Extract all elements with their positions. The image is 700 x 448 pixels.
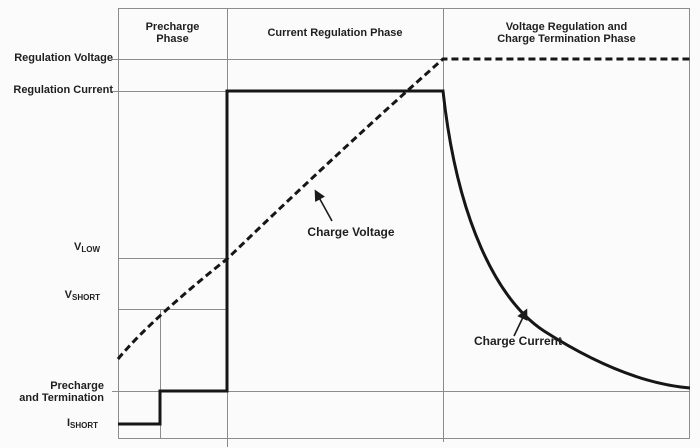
v-short-subscript: SHORT <box>72 293 100 302</box>
phase-header-voltage-regulation: Voltage Regulation and Charge Terminatio… <box>443 8 690 58</box>
arrow-to-charge-voltage-curve <box>314 189 333 222</box>
regulation-current-label: Regulation Current <box>13 84 113 96</box>
v-short-symbol: V <box>64 289 72 301</box>
precharge-termination-label-line1: Precharge <box>50 380 104 392</box>
charge-current-annotation: Charge Current <box>473 334 562 348</box>
arrow-to-charge-current-curve <box>513 308 528 337</box>
regulation-voltage-label: Regulation Voltage <box>14 52 113 64</box>
precharge-termination-label: Precharge and Termination <box>0 380 104 404</box>
charge-voltage-annotation: Charge Voltage <box>307 225 395 239</box>
precharge-termination-label-line2: and Termination <box>19 391 104 404</box>
charge-voltage-trace <box>116 57 690 360</box>
phase-header-voltage-regulation-label: Voltage Regulation and Charge Terminatio… <box>497 20 636 46</box>
i-short-symbol: I <box>66 417 70 429</box>
phase-header-current-regulation-label: Current Regulation Phase <box>267 26 403 39</box>
phase-header-current-regulation: Current Regulation Phase <box>227 8 443 58</box>
v-low-symbol: V <box>73 241 82 253</box>
i-short-subscript: SHORT <box>70 421 98 430</box>
v-low-subscript: LOW <box>81 245 100 254</box>
charge-current-trace <box>118 89 691 426</box>
phase-header-precharge-label: Precharge Phase <box>145 20 200 46</box>
v-short-label: VSHORT <box>0 289 100 304</box>
v-low-label: VLOW <box>0 241 100 256</box>
phase-header-precharge: Precharge Phase <box>118 8 227 58</box>
i-short-label: ISHORT <box>0 417 98 432</box>
